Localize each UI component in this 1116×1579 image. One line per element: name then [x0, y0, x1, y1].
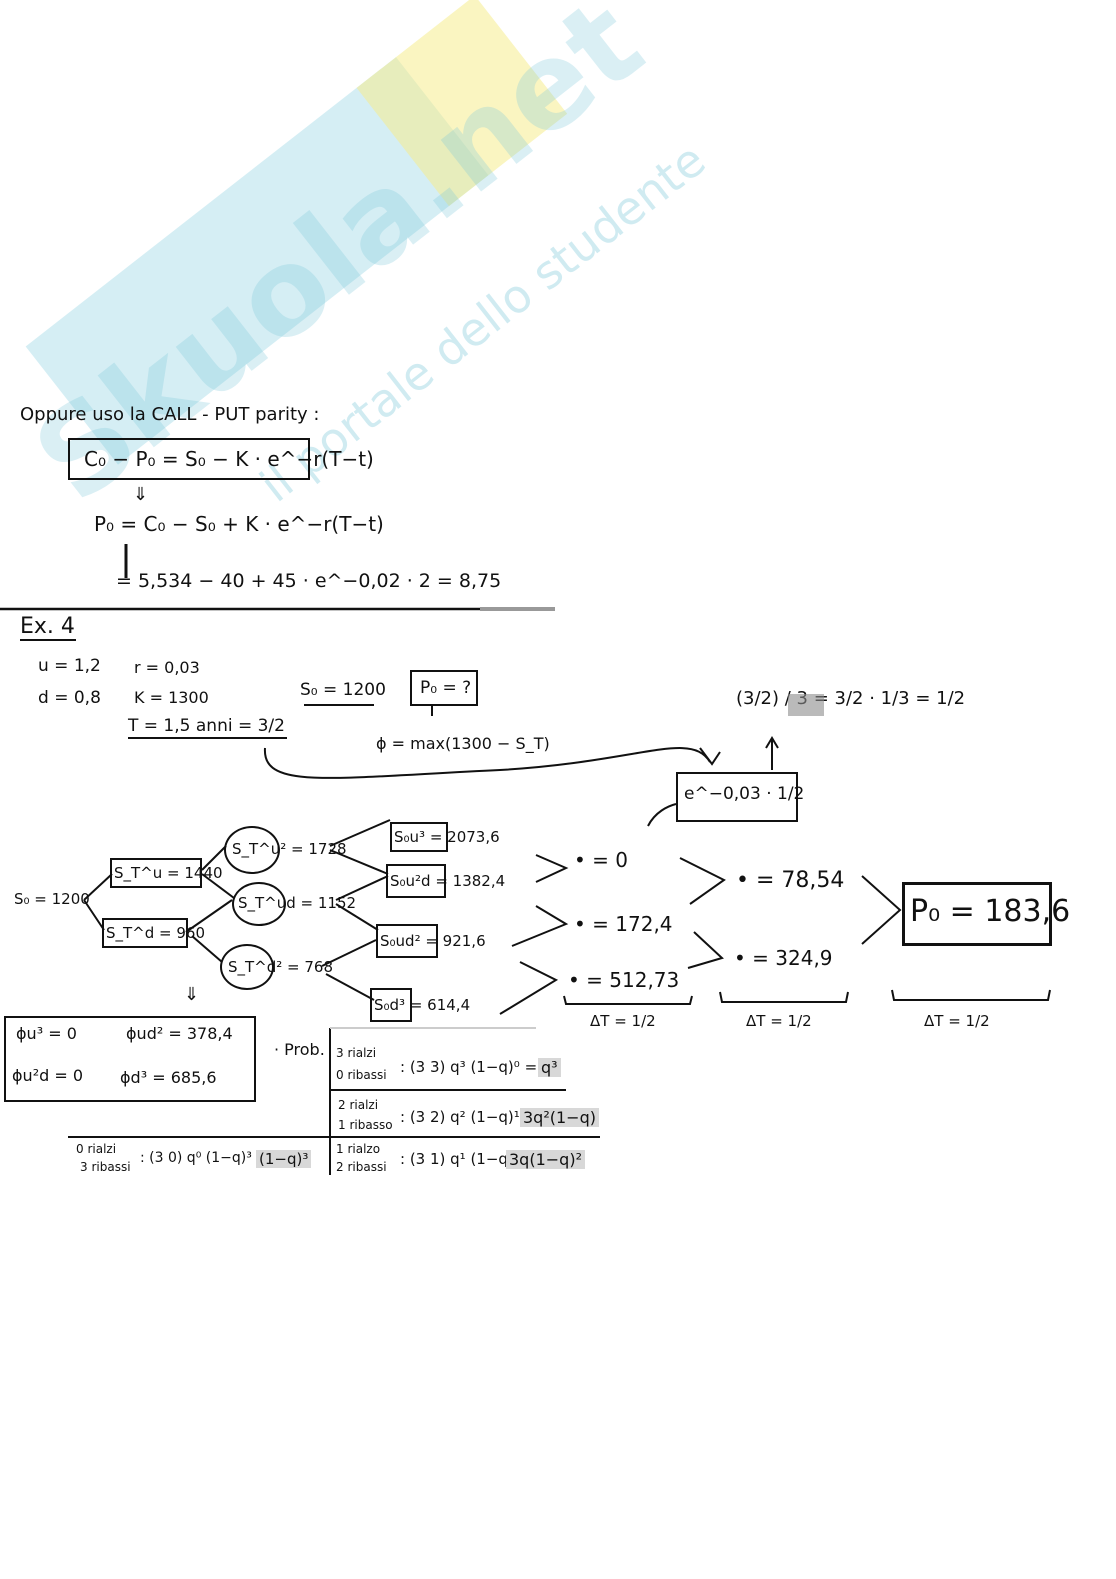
node-u: S_T^u = 1440 — [114, 864, 223, 882]
prob-row1-cond2: 0 ribassi — [336, 1068, 387, 1082]
prob-row2-cond2: 1 ribasso — [338, 1118, 393, 1132]
phi-ud2: ϕud² = 378,4 — [126, 1024, 233, 1043]
prob-row3-cond2: 2 ribassi — [336, 1160, 387, 1174]
payoff-node-1: • = 0 — [574, 848, 628, 872]
node-uu: S_T^u² = 1728 — [232, 840, 347, 858]
prob-label: · Prob. — [274, 1040, 325, 1059]
prob-row4-result: (1−q)³ — [256, 1150, 312, 1168]
param-k: K = 1300 — [134, 688, 209, 707]
node-d: S_T^d = 960 — [106, 924, 206, 942]
phi-u3: ϕu³ = 0 — [16, 1024, 77, 1043]
back-node-1: • = 78,54 — [736, 868, 845, 893]
phi-d3: ϕd³ = 685,6 — [120, 1068, 217, 1087]
prob-row3-cond1: 1 rialzo — [336, 1142, 381, 1156]
node-u-box — [110, 858, 202, 888]
p0-question-box — [410, 670, 478, 706]
parity-formula: C₀ − P₀ = S₀ − K · e^−r(T−t) — [84, 447, 374, 471]
dt-label-3: ΔT = 1/2 — [924, 1012, 990, 1030]
prob-row4-cond2: 3 ribassi — [80, 1160, 131, 1174]
parity-rearranged: P₀ = C₀ − S₀ + K · e^−r(T−t) — [94, 512, 384, 536]
param-u: u = 1,2 — [38, 656, 101, 676]
payoff-node-3: • = 512,73 — [568, 968, 680, 992]
ex4-title: Ex. 4 — [20, 614, 75, 639]
node-ud: S_T^ud = 1152 — [238, 894, 357, 912]
node-udd-box — [376, 924, 438, 958]
node-ddd-box — [370, 988, 412, 1022]
result-p0: P₀ = 183,6 — [910, 894, 1071, 929]
payoff-node-2: • = 172,4 — [574, 912, 673, 936]
prob-row2-cond1: 2 rialzi — [338, 1098, 379, 1112]
param-t: T = 1,5 anni = 3/2 — [128, 716, 285, 736]
node-uuu-box — [390, 822, 448, 852]
payoffs-box — [4, 1016, 256, 1102]
prob-row4-cond1: 0 rialzi — [76, 1142, 117, 1156]
parity-formula-box — [68, 438, 310, 480]
dt-label-2: ΔT = 1/2 — [746, 1012, 812, 1030]
dt-label-1: ΔT = 1/2 — [590, 1012, 656, 1030]
node-ddd: S₀d³ = 614,4 — [374, 996, 471, 1014]
node-d-box — [102, 918, 188, 948]
prob-row1-result: q³ — [538, 1058, 561, 1077]
result-box — [902, 882, 1052, 946]
prob-row2-formula: : (3 2) q² (1−q)¹ = — [400, 1108, 538, 1126]
param-s0: S₀ = 1200 — [300, 680, 386, 700]
node-uu-circle — [224, 826, 280, 874]
discount-box — [676, 772, 798, 822]
prob-row1-formula: : (3 3) q³ (1−q)⁰ = — [400, 1058, 538, 1076]
node-dd: S_T^d² = 768 — [228, 958, 334, 976]
prob-row3-result: 3q(1−q)² — [506, 1150, 585, 1169]
dt-highlight — [788, 694, 824, 716]
node-udd: S₀ud² = 921,6 — [380, 932, 486, 950]
node-dd-circle — [220, 944, 274, 990]
prob-row2-result: 3q²(1−q) — [520, 1108, 599, 1127]
prob-row4-formula: : (3 0) q⁰ (1−q)³ = — [140, 1150, 268, 1166]
dt-calculation: (3/2) / 3 = 3/2 · 1/3 = 1/2 — [736, 688, 966, 709]
phi-u2d: ϕu²d = 0 — [12, 1066, 84, 1085]
svg-text:⇓: ⇓ — [184, 984, 199, 1005]
param-r: r = 0,03 — [134, 658, 200, 677]
node-ud-circle — [232, 882, 286, 926]
parity-heading: Oppure uso la CALL - PUT parity : — [20, 404, 320, 425]
payoff-function: ϕ = max(1300 − S_T) — [376, 734, 550, 753]
prob-row3-formula: : (3 1) q¹ (1−q)² = — [400, 1150, 538, 1168]
back-node-2: • = 324,9 — [734, 946, 833, 970]
discount-factor: e^−0,03 · 1/2 — [684, 784, 805, 804]
node-uuu: S₀u³ = 2073,6 — [394, 828, 500, 846]
parity-arrow: ⇓ — [133, 484, 149, 505]
node-uud: S₀u²d = 1382,4 — [390, 872, 506, 890]
parity-computation: = 5,534 − 40 + 45 · e^−0,02 · 2 = 8,75 — [116, 570, 502, 592]
param-d: d = 0,8 — [38, 688, 101, 708]
p0-question: P₀ = ? — [420, 678, 472, 698]
node-uud-box — [386, 864, 446, 898]
prob-row1-cond1: 3 rialzi — [336, 1046, 377, 1060]
tree-root: S₀ = 1200 — [14, 890, 90, 908]
